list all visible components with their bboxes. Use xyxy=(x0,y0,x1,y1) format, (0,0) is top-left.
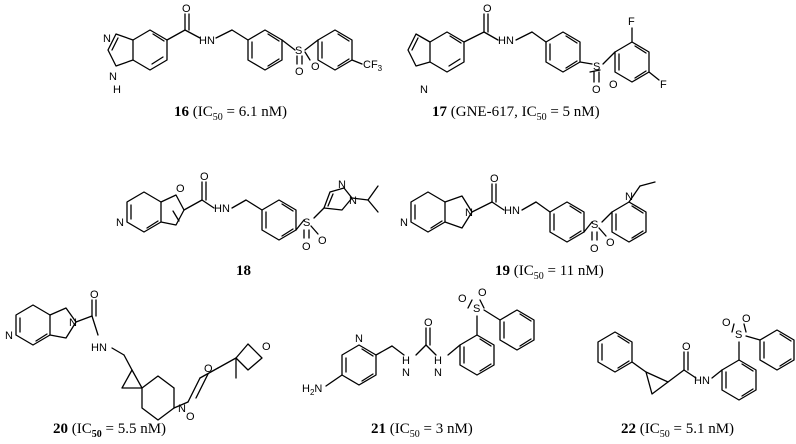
atom-s: S xyxy=(591,219,598,231)
structure-20: N N O HN N O O O xyxy=(5,289,271,423)
atom-s: S xyxy=(735,329,742,341)
atom-o: O xyxy=(458,293,467,305)
atom-n: N xyxy=(207,35,215,47)
atom-h: H xyxy=(434,355,442,367)
atom-o: O xyxy=(176,183,185,195)
atom-cf3: CF3 xyxy=(363,59,383,73)
atom-h2n: H2N xyxy=(302,383,322,397)
caption-22: 22 (IC50 = 5.1 nM) xyxy=(621,421,735,440)
structure-16: N N H O H N S O O CF3 xyxy=(103,3,383,96)
atom-o: O xyxy=(182,3,191,15)
caption-20: 20 (IC50 = 5.5 nM) xyxy=(53,421,167,440)
atom-f: F xyxy=(660,79,667,91)
atom-n: N xyxy=(434,367,442,379)
atom-s: S xyxy=(303,217,310,229)
atom-o: O xyxy=(490,173,499,185)
atom-o: O xyxy=(318,235,327,247)
atom-n: N xyxy=(5,330,13,342)
atom-n: N xyxy=(103,33,111,45)
atom-h: H xyxy=(214,203,222,215)
atom-n: N xyxy=(355,333,363,345)
structure-22: O H N S O O xyxy=(597,313,795,401)
atom-o: O xyxy=(204,363,213,375)
atom-o: O xyxy=(483,3,492,15)
atom-s: S xyxy=(295,45,302,57)
atom-o: O xyxy=(722,317,731,329)
atom-s: S xyxy=(473,303,480,315)
atom-n: N xyxy=(349,195,357,207)
caption-16: 16 (IC50 = 6.1 nM) xyxy=(174,104,288,123)
atom-n: N xyxy=(116,217,124,229)
structure-17: N O H N S O O F F xyxy=(407,3,667,96)
atom-n: N xyxy=(109,71,117,83)
atom-n: N xyxy=(625,191,633,203)
atom-h: H xyxy=(694,375,702,387)
atom-nh: H xyxy=(199,35,207,47)
caption-18: 18 xyxy=(236,263,251,279)
atom-o: O xyxy=(90,289,99,301)
atom-n: N xyxy=(420,84,428,96)
structure-19: N N O H N S O O N xyxy=(400,173,656,255)
atom-o: O xyxy=(200,171,209,183)
atom-n: N xyxy=(465,207,473,219)
atom-o: O xyxy=(478,287,487,299)
atom-s: S xyxy=(593,61,600,73)
atom-n: N xyxy=(702,375,710,387)
atom-o: O xyxy=(682,341,691,353)
atom-n: N xyxy=(338,179,346,191)
atom-h: H xyxy=(113,84,121,96)
atom-o: O xyxy=(424,317,433,329)
atom-f: F xyxy=(628,16,635,28)
structure-21: N H2N H N O H N S O O xyxy=(302,287,535,397)
caption-21: 21 (IC50 = 3 nM) xyxy=(371,421,473,440)
atom-o: O xyxy=(609,79,618,91)
atom-o: O xyxy=(295,66,304,78)
atom-o: O xyxy=(302,241,311,253)
atom-n: N xyxy=(506,35,514,47)
atom-o: O xyxy=(742,313,751,325)
atom-o: O xyxy=(590,243,599,255)
atom-hn: HN xyxy=(91,342,107,354)
atom-n: N xyxy=(178,403,186,415)
atom-n: N xyxy=(69,317,77,329)
atom-h: H xyxy=(504,205,512,217)
atom-h: H xyxy=(498,35,506,47)
caption-17: 17 (GNE-617, IC50 = 5 nM) xyxy=(432,104,600,123)
atom-o: O xyxy=(606,237,615,249)
atom-n: N xyxy=(400,217,408,229)
atom-n: N xyxy=(222,203,230,215)
atom-o: O xyxy=(186,411,195,423)
caption-19: 19 (IC50 = 11 nM) xyxy=(495,263,604,282)
atom-n: N xyxy=(512,205,520,217)
atom-h: H xyxy=(402,355,410,367)
atom-o: O xyxy=(311,61,320,73)
atom-o: O xyxy=(262,341,271,353)
structure-18: N O O H N S O O N N xyxy=(116,171,379,253)
atom-o: O xyxy=(592,84,601,96)
atom-n: N xyxy=(402,367,410,379)
